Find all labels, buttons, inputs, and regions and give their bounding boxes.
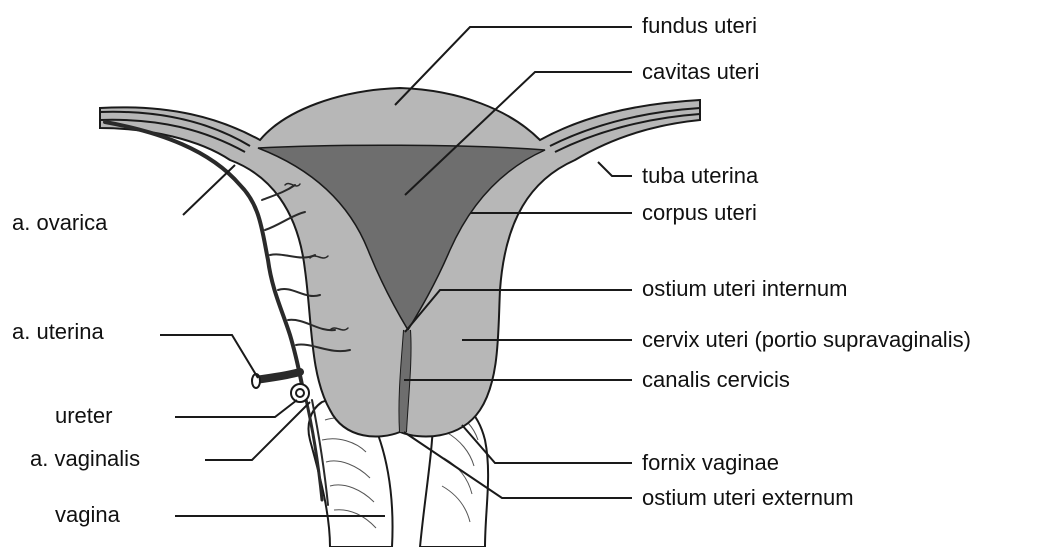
uterus [100,88,700,437]
label-a-ovarica: a. ovarica [12,210,107,236]
label-cervix-uteri: cervix uteri (portio supravaginalis) [642,327,971,353]
ureter-cross-section [291,384,309,402]
label-ureter: ureter [55,403,112,429]
label-tuba-uterina: tuba uterina [642,163,758,189]
label-ostium-uteri-internum: ostium uteri internum [642,276,847,302]
leader-a-uterina [160,335,258,378]
label-fornix-vaginae: fornix vaginae [642,450,779,476]
leader-tuba-uterina [598,162,632,176]
label-canalis-cervicis: canalis cervicis [642,367,790,393]
label-fundus-uteri: fundus uteri [642,13,757,39]
label-a-uterina: a. uterina [12,319,104,345]
label-vagina: vagina [55,502,120,528]
label-ostium-uteri-externum: ostium uteri externum [642,485,854,511]
label-corpus-uteri: corpus uteri [642,200,757,226]
leader-a-vaginalis [205,402,310,460]
leader-ureter [175,400,297,417]
label-a-vaginalis: a. vaginalis [30,446,140,472]
label-cavitas-uteri: cavitas uteri [642,59,759,85]
leader-a-ovarica [183,165,235,215]
uterine-artery [255,372,300,380]
